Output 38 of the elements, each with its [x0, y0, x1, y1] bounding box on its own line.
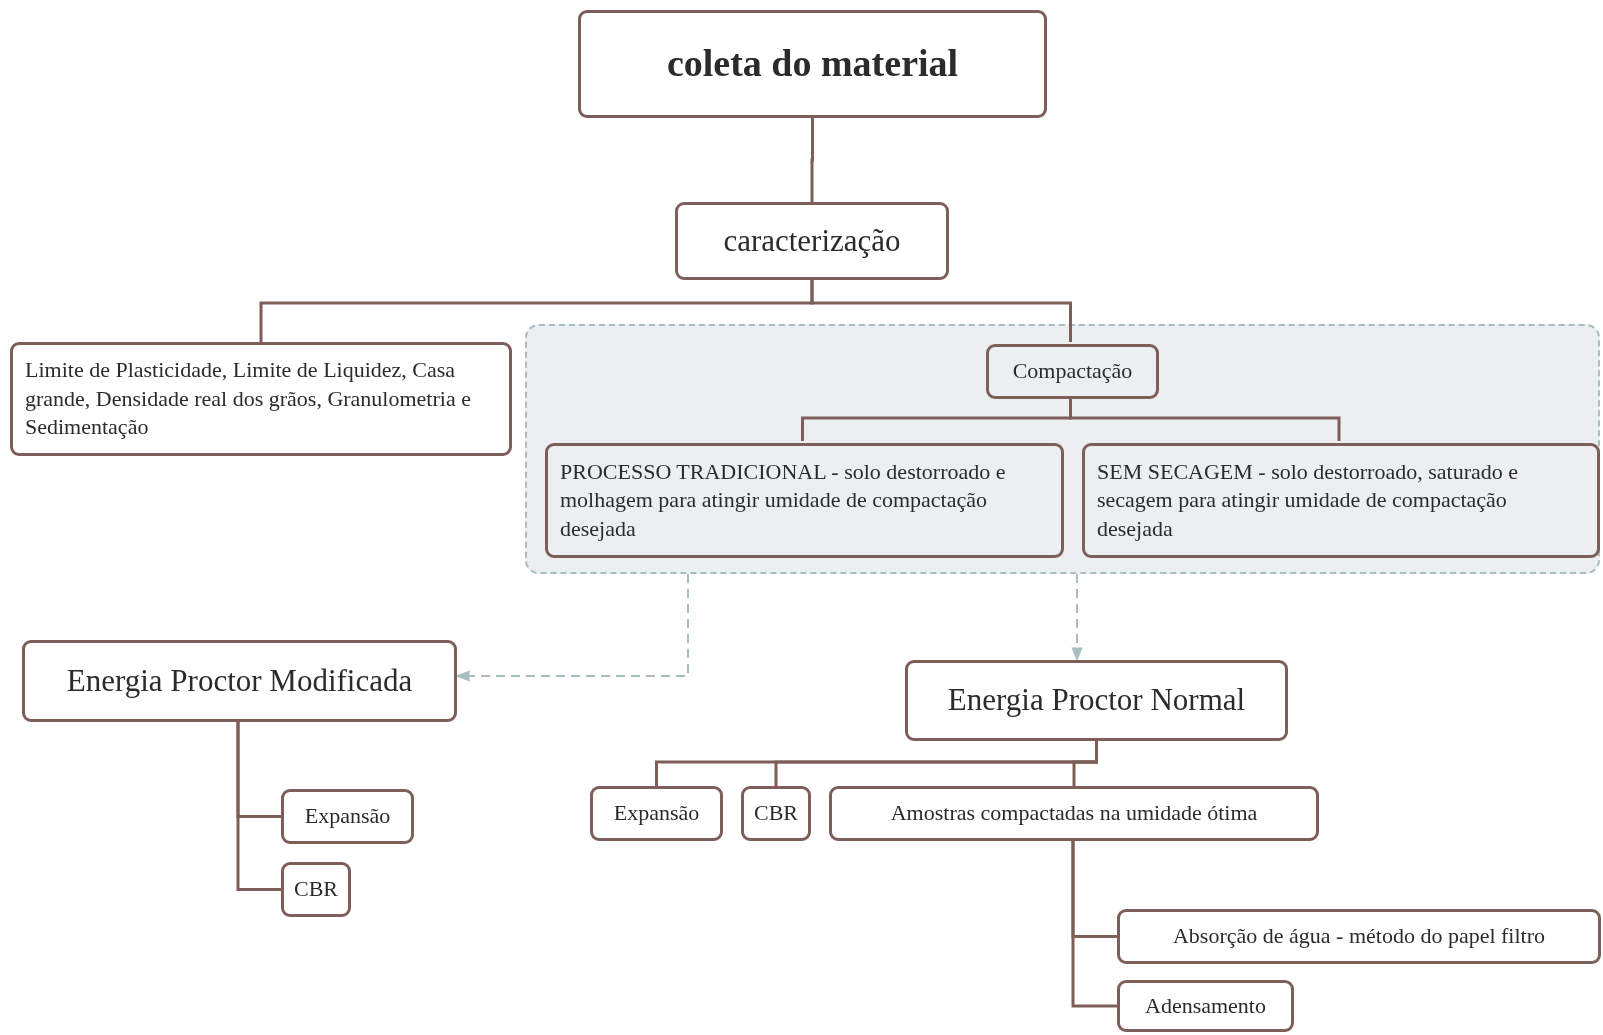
- topic-box: [22, 640, 457, 722]
- topic-box: [675, 202, 949, 280]
- node-text: Compactação: [1012, 357, 1133, 386]
- topic-box: [1117, 980, 1294, 1032]
- connector-line: [810, 280, 1072, 342]
- node-text: CBR: [754, 799, 798, 828]
- node-text: PROCESSO TRADICIONAL - solo destorroado e molhagem para atingir umidade de compactação desejada: [560, 457, 1007, 543]
- connector-line: [810, 118, 814, 202]
- topic-box: [905, 660, 1288, 741]
- node-text: CBR: [294, 875, 338, 904]
- connector-line: [1072, 741, 1098, 786]
- node-text: SEM SECAGEM - solo destorroado, saturado e secagem para atingir umidade de compactação desejada: [1097, 457, 1519, 543]
- node-text: Expansão: [304, 802, 391, 831]
- node-text: Expansão: [613, 799, 700, 828]
- topic-box: [986, 344, 1159, 399]
- topic-box: [1117, 909, 1601, 964]
- topic-box: [590, 786, 723, 841]
- title-box: [578, 10, 1047, 118]
- node-text: Absorção de água - método do papel filtro: [1172, 922, 1545, 951]
- arrow: [1071, 573, 1083, 662]
- node-text: Limite de Plasticidade, Limite de Liquidez, Casa grande, Densidade real dos grãos, Granulometria e Sedimentação: [25, 356, 472, 442]
- node-text: Energia Proctor Normal: [947, 681, 1246, 720]
- node-text: coleta do material: [666, 41, 959, 87]
- topic-box: [829, 786, 1319, 841]
- node-text: caracterização: [723, 221, 901, 260]
- topic-box: [10, 342, 512, 456]
- dashed-group-area: [525, 324, 1600, 574]
- node-text: Amostras compactadas na umidade ótima: [890, 799, 1258, 828]
- topic-box: [1082, 443, 1600, 558]
- topic-box: [281, 789, 414, 844]
- node-text: Adensamento: [1145, 991, 1266, 1020]
- arrow: [455, 573, 689, 682]
- topic-box: [545, 443, 1064, 558]
- node-text: Energia Proctor Modificada: [66, 661, 413, 700]
- connector-line: [1071, 841, 1117, 1008]
- topic-box: [741, 786, 811, 841]
- connector-line: [236, 722, 281, 891]
- topic-box: [281, 862, 351, 917]
